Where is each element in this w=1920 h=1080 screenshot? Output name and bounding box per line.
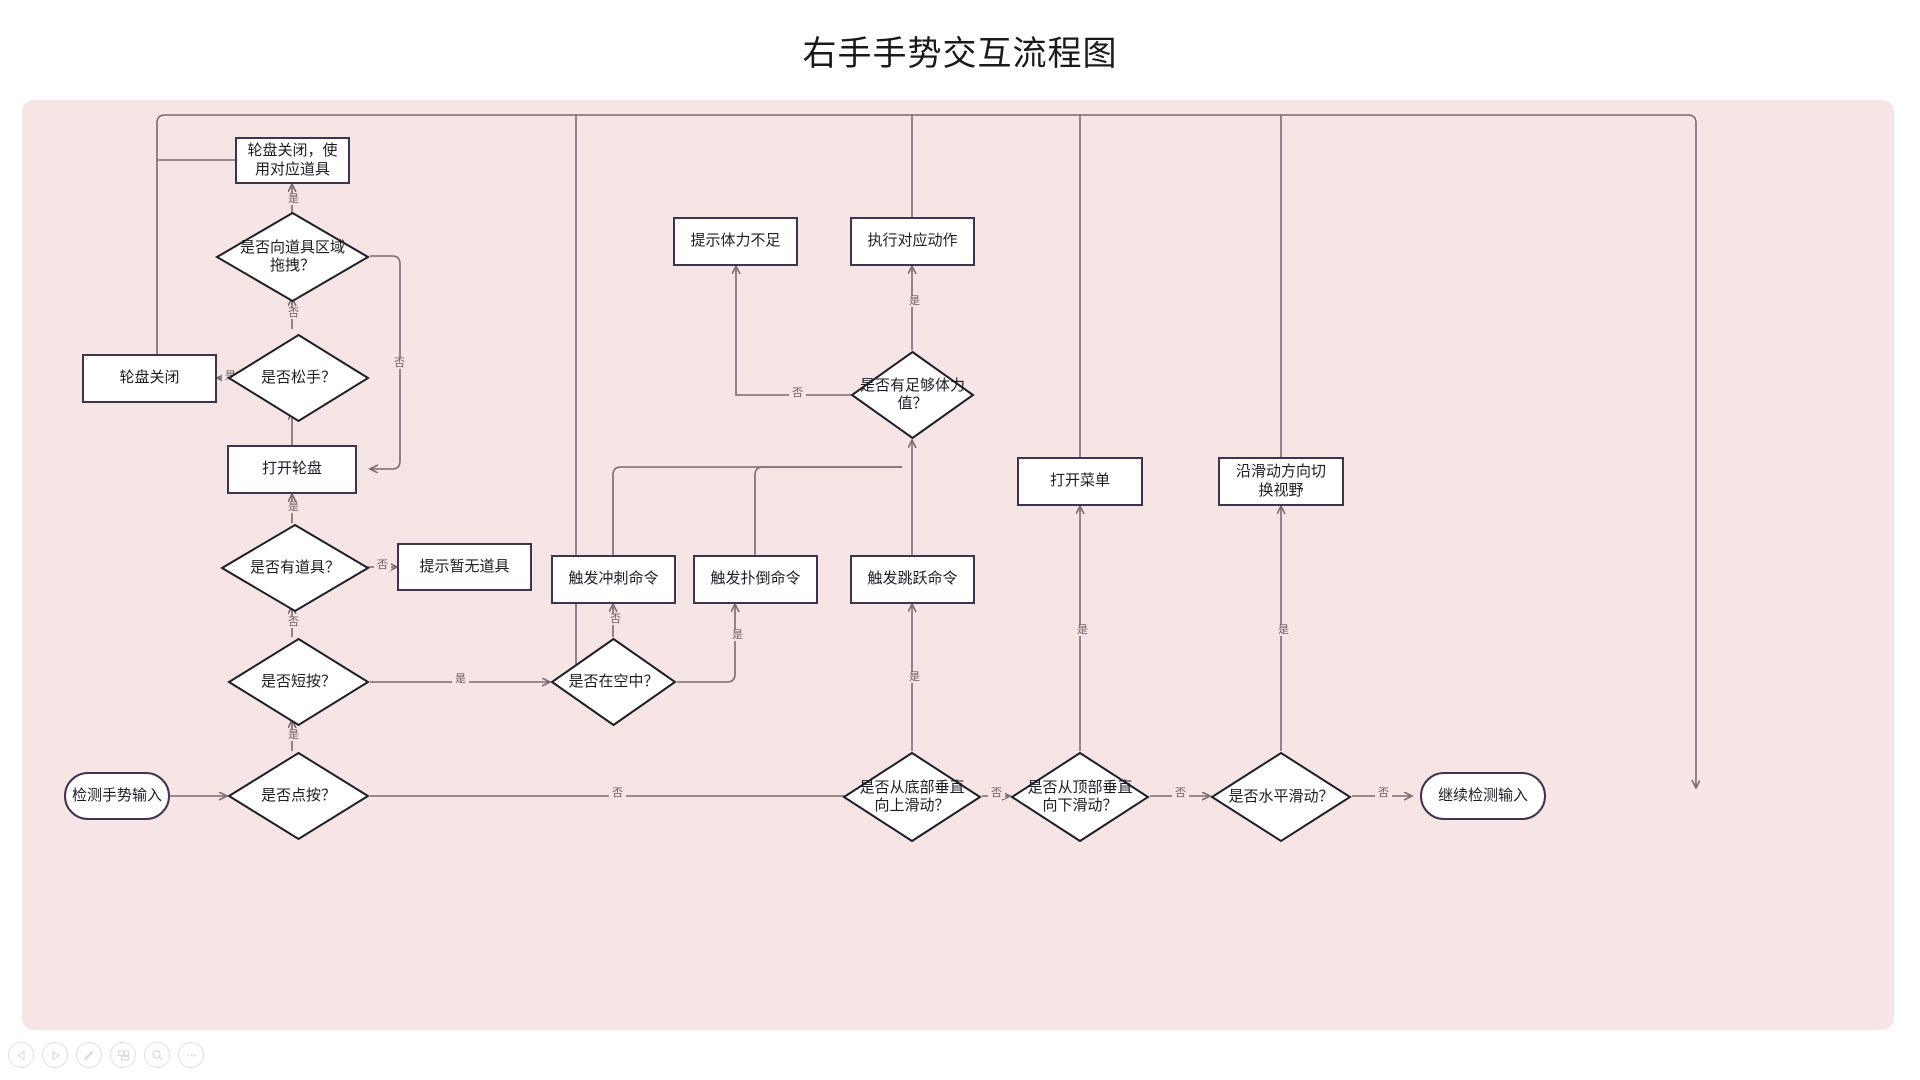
diamond-shape: [550, 637, 677, 727]
edge-label-hasitem-no: 否: [374, 560, 391, 571]
node-tackle-command-label: 触发扑倒命令: [710, 570, 801, 588]
node-tackle-command[interactable]: 触发扑倒命令: [693, 555, 818, 604]
node-dash-command[interactable]: 触发冲刺命令: [551, 555, 676, 604]
edge-label-inair-yes: 是: [729, 630, 746, 641]
edge-label-swipedown-no: 否: [1172, 788, 1189, 799]
diamond-shape: [842, 751, 982, 843]
diamond-shape: [1010, 751, 1150, 843]
node-execute-action-label: 执行对应动作: [867, 232, 958, 250]
node-no-item-message[interactable]: 提示暂无道具: [397, 543, 532, 591]
more-icon[interactable]: [178, 1042, 204, 1068]
node-in-air-question[interactable]: 是否在空中？: [550, 637, 677, 727]
diamond-shape: [227, 751, 370, 841]
node-swipe-up-question[interactable]: 是否从底部垂直 向上滑动？: [842, 751, 982, 843]
edge-label-swipeh-no: 否: [1375, 788, 1392, 799]
node-execute-action[interactable]: 执行对应动作: [850, 217, 975, 266]
node-short-press-question[interactable]: 是否短按？: [227, 637, 370, 727]
node-low-stamina-message-label: 提示体力不足: [690, 232, 781, 250]
diamond-shape: [220, 523, 370, 613]
node-open-menu[interactable]: 打开菜单: [1017, 457, 1143, 506]
node-switch-view-label: 沿滑动方向切 换视野: [1235, 462, 1326, 499]
edge-label-tap-yes: 是: [285, 730, 302, 741]
diamond-shape: [215, 211, 370, 303]
node-tap-question[interactable]: 是否点按？: [227, 751, 370, 841]
page-title: 右手手势交互流程图: [802, 35, 1118, 73]
node-wheel-closed[interactable]: 轮盘关闭: [82, 354, 217, 403]
node-continue-detect-label: 继续检测输入: [1437, 786, 1528, 804]
diamond-shape: [850, 350, 975, 440]
bottom-toolbar[interactable]: [8, 1042, 204, 1068]
node-jump-command-label: 触发跳跃命令: [867, 570, 958, 588]
node-wheel-closed-use-item[interactable]: 轮盘关闭，使 用对应道具: [235, 137, 350, 184]
node-drag-to-item-area-question[interactable]: 是否向道具区域 拖拽？: [215, 211, 370, 303]
node-horizontal-swipe-question[interactable]: 是否水平滑动？: [1210, 751, 1352, 843]
edge-label-shortpress-yes: 是: [452, 674, 469, 685]
diagram-canvas[interactable]: 检测手势输入 继续检测输入 是否点按？ 是否短按？ 是否有道具？ 提示暂无道具 …: [22, 100, 1894, 1030]
node-open-wheel-label: 打开轮盘: [261, 460, 322, 478]
node-open-menu-label: 打开菜单: [1049, 472, 1110, 490]
node-start[interactable]: 检测手势输入: [64, 772, 170, 820]
back-icon[interactable]: [8, 1042, 34, 1068]
node-switch-view[interactable]: 沿滑动方向切 换视野: [1218, 457, 1344, 506]
edge-label-release-no: 否: [285, 308, 302, 319]
node-jump-command[interactable]: 触发跳跃命令: [850, 555, 975, 604]
node-start-label: 检测手势输入: [72, 786, 163, 804]
node-open-wheel[interactable]: 打开轮盘: [227, 445, 357, 494]
node-dash-command-label: 触发冲刺命令: [568, 570, 659, 588]
edge-label-shortpress-no: 否: [285, 617, 302, 628]
node-wheel-closed-use-item-label: 轮盘关闭，使 用对应道具: [247, 141, 338, 178]
node-low-stamina-message[interactable]: 提示体力不足: [673, 217, 798, 266]
edge-label-stamina-no: 否: [789, 388, 806, 399]
diamond-shape: [227, 637, 370, 727]
diamond-shape: [227, 333, 370, 423]
edge-label-swipeh-yes: 是: [1275, 625, 1292, 636]
node-stamina-question[interactable]: 是否有足够体力 值？: [850, 350, 975, 440]
search-icon[interactable]: [144, 1042, 170, 1068]
node-release-question[interactable]: 是否松手？: [227, 333, 370, 423]
node-wheel-closed-label: 轮盘关闭: [119, 369, 180, 387]
edge-label-swipedown-yes: 是: [1074, 625, 1091, 636]
edge-label-hasitem-yes: 是: [285, 502, 302, 513]
node-has-item-question[interactable]: 是否有道具？: [220, 523, 370, 613]
edge-label-inair-no: 否: [607, 614, 624, 625]
edge-label-drag-yes: 是: [285, 194, 302, 205]
edge-label-stamina-yes: 是: [906, 296, 923, 307]
edge-label-tap-no: 否: [609, 788, 626, 799]
diamond-shape: [1210, 751, 1352, 843]
edge-label-drag-no: 否: [391, 358, 408, 369]
layers-icon[interactable]: [110, 1042, 136, 1068]
node-no-item-message-label: 提示暂无道具: [419, 557, 510, 575]
forward-icon[interactable]: [42, 1042, 68, 1068]
node-continue-detect[interactable]: 继续检测输入: [1420, 772, 1546, 820]
edge-label-swipeup-no: 否: [988, 788, 1005, 799]
pencil-icon[interactable]: [76, 1042, 102, 1068]
edge-label-swipeup-yes: 是: [906, 672, 923, 683]
node-swipe-down-question[interactable]: 是否从顶部垂直 向下滑动？: [1010, 751, 1150, 843]
